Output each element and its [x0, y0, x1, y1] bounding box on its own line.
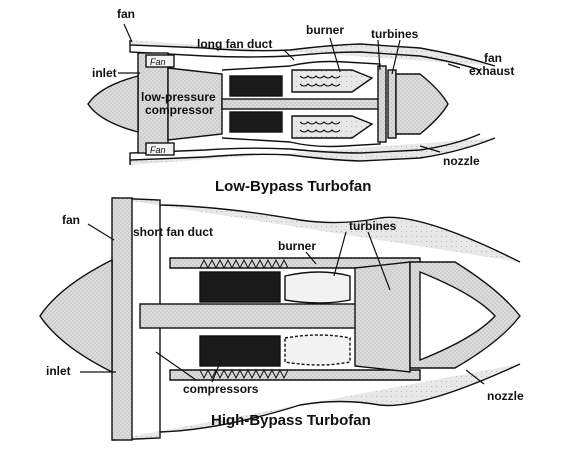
low-bypass-tail-cone: [395, 73, 449, 135]
high-bypass-burner-top: [284, 271, 351, 304]
high-bypass-core-bottom: [169, 369, 421, 381]
low-bypass-engine: [87, 40, 496, 165]
lb-label-fan: fan: [117, 7, 135, 21]
low-bypass-hp-compressor-bottom: [229, 111, 283, 133]
low-bypass-fan-tag-top: [145, 54, 175, 68]
lb-fan-tag-bottom-text: Fan: [150, 145, 166, 155]
lb-label-fan-exhaust-2: exhaust: [469, 64, 515, 78]
low-bypass-spinner: [87, 75, 139, 133]
low-bypass-hp-compressor-top: [229, 75, 283, 97]
hb-label-fan: fan: [62, 213, 80, 227]
high-bypass-leader-lines: [80, 223, 485, 385]
low-bypass-shaft: [221, 98, 383, 110]
high-bypass-turbines: [354, 261, 411, 373]
high-bypass-compressor-bottom: [199, 335, 281, 367]
high-bypass-compressor-top: [199, 271, 281, 303]
low-bypass-turbine-1: [377, 65, 387, 143]
high-bypass-fan-blades: [111, 197, 133, 441]
high-bypass-engine: [39, 197, 521, 441]
low-bypass-turbine-2: [387, 69, 397, 139]
high-bypass-nacelle-top: [111, 197, 521, 263]
low-bypass-lp-compressor: [167, 67, 223, 141]
hb-label-short-fan-duct: short fan duct: [133, 225, 213, 239]
low-bypass-burner-bottom: [291, 115, 374, 139]
lb-label-lp-compressor-1: low-pressure: [141, 90, 216, 104]
hb-label-burner: burner: [278, 239, 317, 253]
lb-label-long-fan-duct: long fan duct: [197, 37, 273, 51]
lb-label-burner: burner: [306, 23, 345, 37]
high-bypass-nacelle-bottom: [111, 363, 521, 441]
lb-label-nozzle: nozzle: [443, 154, 480, 168]
lb-label-inlet: inlet: [92, 66, 117, 80]
hb-label-inlet: inlet: [46, 364, 71, 378]
lb-label-lp-compressor-2: compressor: [145, 103, 214, 117]
lb-label-turbines: turbines: [371, 27, 419, 41]
hb-label-compressors: compressors: [183, 382, 259, 396]
hb-caption: High-Bypass Turbofan: [211, 412, 371, 429]
high-bypass-spinner: [39, 258, 113, 374]
hb-label-nozzle: nozzle: [487, 389, 524, 403]
hb-label-turbines: turbines: [349, 219, 397, 233]
lb-fan-tag-top-text: Fan: [150, 57, 166, 67]
low-bypass-leader-lines: [118, 23, 461, 153]
low-bypass-fan-tag-bottom: [145, 142, 175, 156]
high-bypass-burner-bottom: [284, 334, 351, 366]
low-bypass-nacelle-top: [129, 40, 496, 67]
low-bypass-burner-top: [291, 69, 374, 93]
lb-caption: Low-Bypass Turbofan: [215, 178, 372, 195]
lb-label-fan-exhaust-1: fan: [484, 51, 502, 65]
